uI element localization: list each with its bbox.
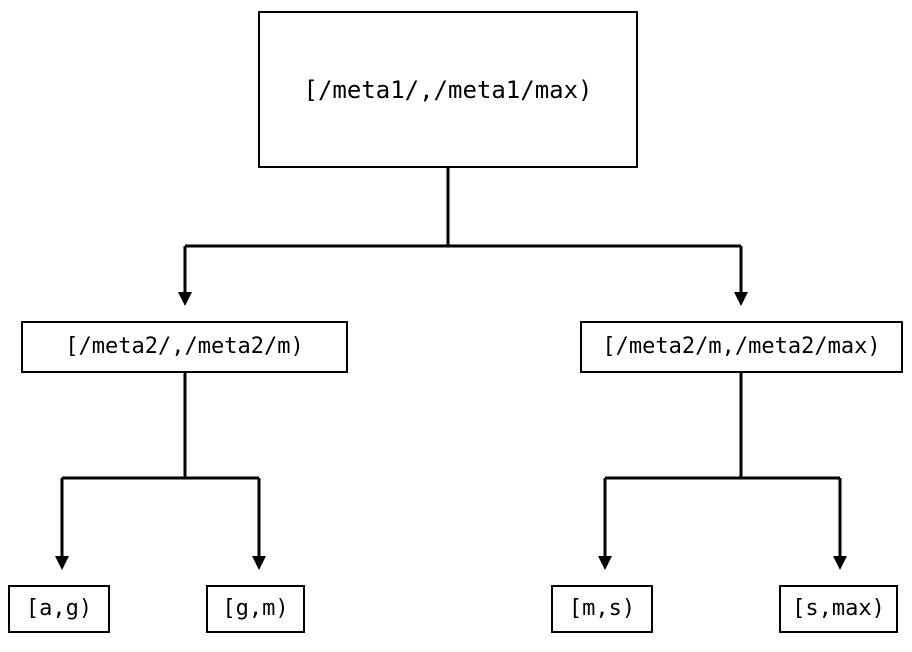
arrowhead-to-leaf-gm bbox=[252, 556, 266, 570]
tree-node-leaf-ag-label: [a,g) bbox=[25, 596, 93, 621]
tree-node-mid-left-label: [/meta2/,/meta2/m) bbox=[65, 334, 304, 359]
tree-node-mid-left[interactable]: [/meta2/,/meta2/m) bbox=[21, 321, 348, 373]
tree-node-root[interactable]: [/meta1/,/meta1/max) bbox=[258, 11, 638, 168]
arrowhead-to-leaf-smax bbox=[833, 556, 847, 570]
tree-node-leaf-ms-label: [m,s) bbox=[568, 596, 636, 621]
tree-node-leaf-gm-label: [g,m) bbox=[222, 596, 289, 621]
arrowhead-to-mid-left bbox=[178, 292, 192, 306]
arrowhead-to-leaf-ms bbox=[598, 556, 612, 570]
arrowhead-to-mid-right bbox=[734, 292, 748, 306]
tree-node-mid-right[interactable]: [/meta2/m,/meta2/max) bbox=[580, 321, 903, 373]
tree-node-leaf-gm[interactable]: [g,m) bbox=[206, 585, 305, 633]
arrowhead-to-leaf-ag bbox=[55, 556, 69, 570]
tree-node-root-label: [/meta1/,/meta1/max) bbox=[303, 75, 593, 104]
tree-node-leaf-smax[interactable]: [s,max) bbox=[779, 585, 898, 633]
tree-node-mid-right-label: [/meta2/m,/meta2/max) bbox=[602, 334, 881, 359]
tree-node-leaf-smax-label: [s,max) bbox=[792, 596, 885, 621]
tree-node-leaf-ms[interactable]: [m,s) bbox=[551, 585, 653, 633]
tree-node-leaf-ag[interactable]: [a,g) bbox=[8, 585, 110, 633]
